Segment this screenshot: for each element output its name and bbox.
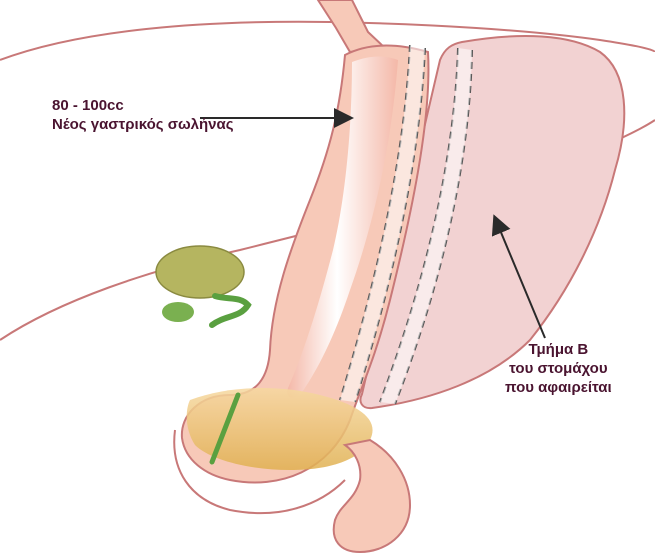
removed-part-label: Τμήμα Β του στομάχου που αφαιρείται (505, 340, 612, 397)
new-tube-volume: 80 - 100cc (52, 96, 234, 115)
bile-duct (212, 296, 248, 325)
removed-part-line1: Τμήμα Β (505, 340, 612, 359)
removed-part-line3: που αφαιρείται (505, 378, 612, 397)
new-tube-label: 80 - 100cc Νέος γαστρικός σωλήνας (52, 96, 234, 134)
esophagus (318, 0, 385, 52)
gallbladder (156, 246, 244, 298)
new-tube-name: Νέος γαστρικός σωλήνας (52, 115, 234, 134)
gallbladder-neck (162, 302, 194, 322)
removed-part-line2: του στομάχου (505, 359, 612, 378)
